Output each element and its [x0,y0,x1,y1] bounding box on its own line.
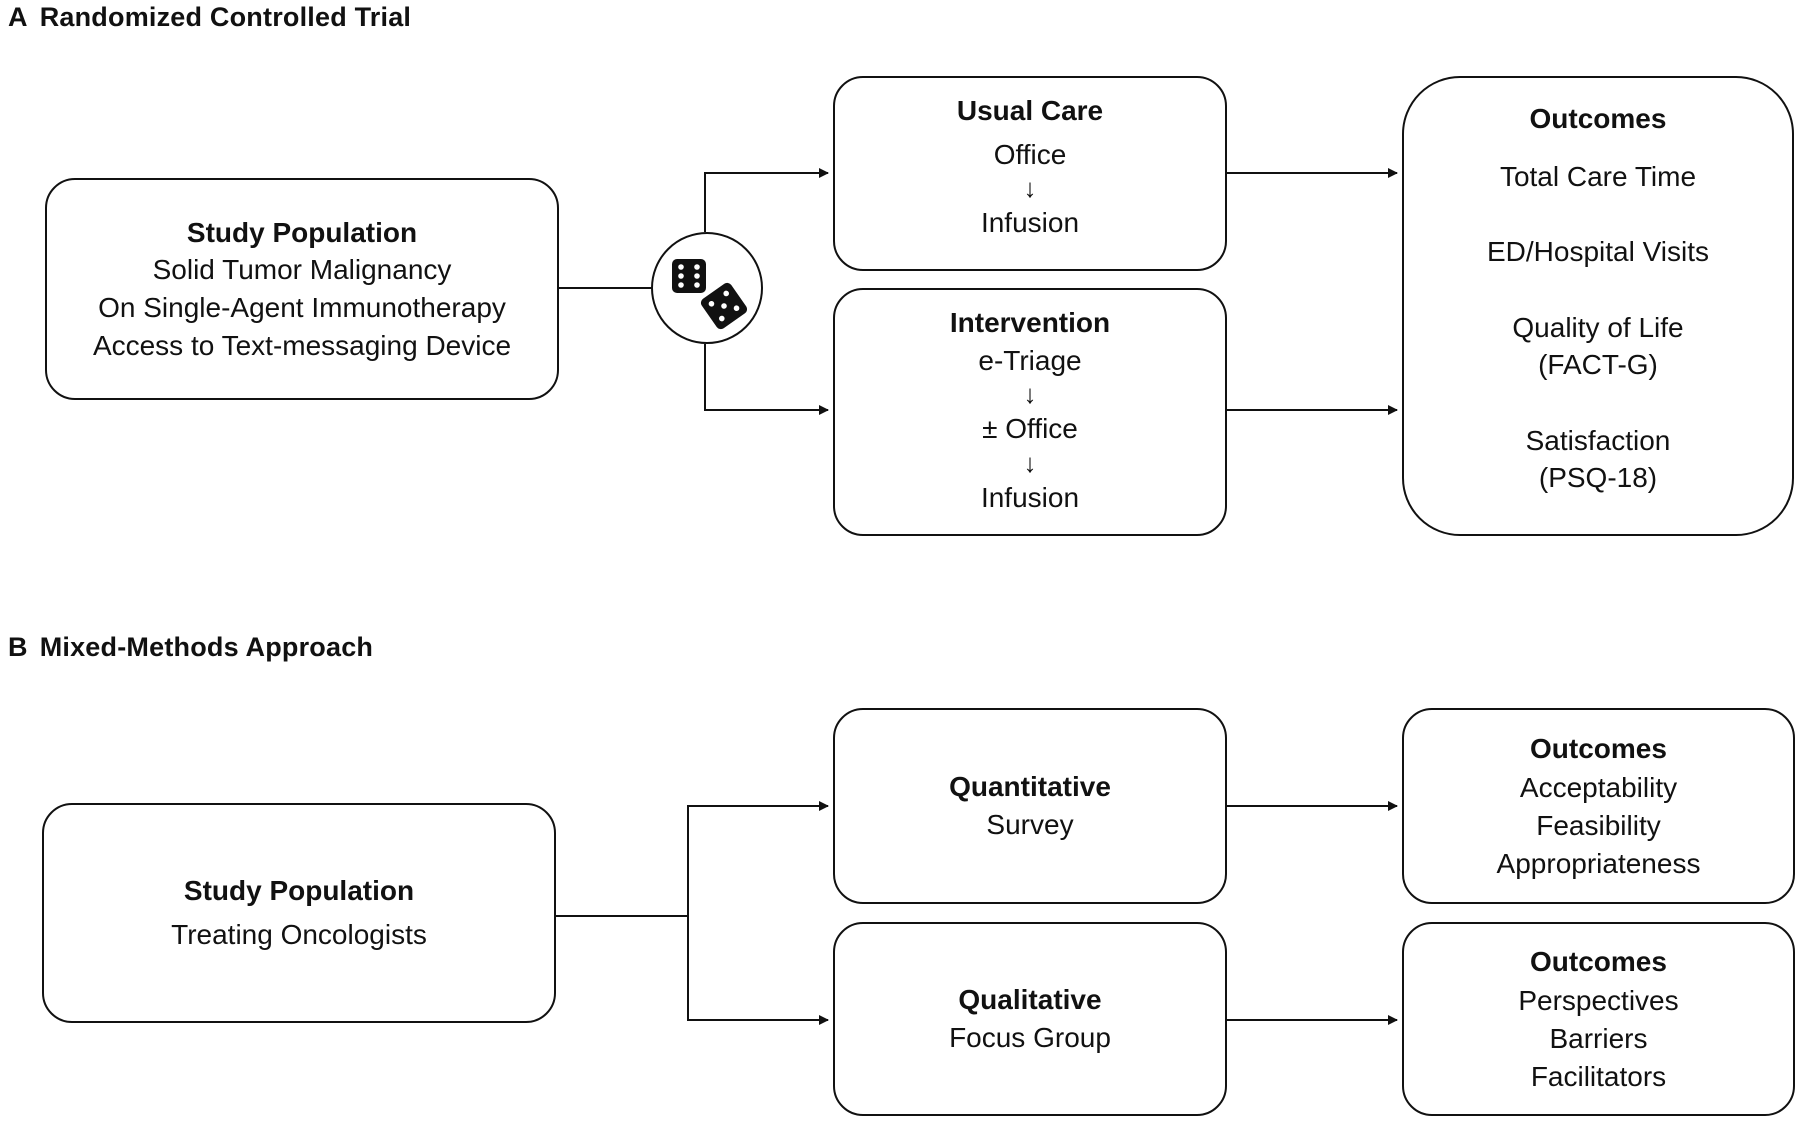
rct-population-line: Solid Tumor Malignancy [152,254,452,286]
qual-outcomes-title: Outcomes [1530,945,1667,977]
arrow-to-quantitative [687,801,829,916]
usual-care-step: Office [993,138,1067,170]
intervention-step: e-Triage [978,344,1082,376]
quantitative-line: Survey [986,809,1074,840]
rct-outcomes-title: Outcomes [1529,103,1667,134]
qualitative-box: Qualitative Focus Group [833,922,1227,1116]
qualitative-title: Qualitative [958,984,1102,1016]
arrow-to-usual-care [704,168,829,232]
rct-outcome-item: Quality of Life [1512,311,1684,343]
rct-outcome-item: (PSQ-18) [1538,462,1658,494]
rct-population-box: Study Population Solid Tumor Malignancy … [45,178,559,400]
usual-care-box: Usual Care Office ↓ Infusion [833,76,1227,271]
section-b-title: B Mixed-Methods Approach [8,632,373,663]
intervention-box: Intervention e-Triage ↓ ± Office ↓ Infus… [833,288,1227,536]
rct-outcome-item: Satisfaction [1525,424,1671,456]
section-a-title: A Randomized Controlled Trial [8,2,411,33]
quantitative-box: Quantitative Survey [833,708,1227,904]
rct-outcome-item: ED/Hospital Visits [1486,236,1709,268]
quant-outcomes-title: Outcomes [1530,732,1667,764]
section-a-letter: A [8,2,28,32]
dice-icon [651,232,763,344]
qual-outcome-item: Barriers [1549,1023,1648,1054]
section-b-letter: B [8,632,28,662]
rct-outcome-item: (FACT-G) [1538,349,1658,381]
quant-outcomes-box: Outcomes Acceptability Feasibility Appro… [1402,708,1795,904]
mixed-population-title: Study Population [183,875,415,907]
qual-outcome-item: Perspectives [1518,985,1679,1017]
mixed-population-line: Treating Oncologists [171,919,427,950]
mixed-population-box: Study Population Treating Oncologists [42,803,556,1023]
section-a-label: Randomized Controlled Trial [39,2,412,32]
usual-care-title: Usual Care [956,95,1104,126]
rct-outcomes-box: Outcomes Total Care Time ED/Hospital Vis… [1402,76,1794,536]
qual-outcomes-box: Outcomes Perspectives Barriers Facilitat… [1402,922,1795,1116]
intervention-title: Intervention [949,307,1111,338]
qualitative-line: Focus Group [949,1022,1111,1053]
rct-outcome-item: Total Care Time [1499,160,1697,192]
quantitative-title: Quantitative [949,771,1111,803]
rct-population-line: Access to Text-messaging Device [92,329,512,361]
down-arrow-icon: ↓ [1023,173,1037,204]
section-b-label: Mixed-Methods Approach [39,632,374,662]
arrow-to-intervention [704,344,829,415]
arrow-to-qualitative [687,916,829,1025]
rct-population-line: On Single-Agent Immunotherapy [98,292,506,323]
intervention-step: ± Office [982,413,1078,445]
rct-population-title: Study Population [186,216,418,248]
quant-outcome-item: Acceptability [1519,772,1678,804]
down-arrow-icon: ↓ [1023,447,1037,478]
qual-outcome-item: Facilitators [1530,1060,1667,1092]
quant-outcome-item: Appropriateness [1496,847,1701,879]
intervention-step: Infusion [980,481,1080,513]
quant-outcome-item: Feasibility [1536,810,1661,841]
down-arrow-icon: ↓ [1023,379,1037,410]
usual-care-step: Infusion [980,207,1080,239]
